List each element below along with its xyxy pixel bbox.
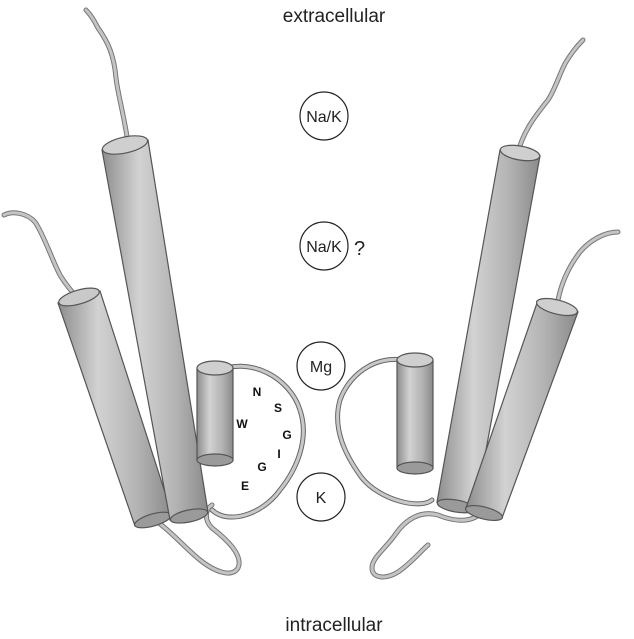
residue-g-2: G xyxy=(257,460,266,474)
right-subunit xyxy=(335,37,621,580)
left-subunit: N S W G I G E xyxy=(1,7,306,576)
residue-e: E xyxy=(241,479,249,493)
extracellular-label: extracellular xyxy=(283,6,386,27)
residue-w: W xyxy=(236,417,248,431)
residue-s: S xyxy=(274,401,282,415)
right-outer-helix xyxy=(464,297,579,522)
left-inner-helix xyxy=(101,135,209,524)
ion-label-na-k-2: Na/K xyxy=(306,239,342,256)
right-inner-helix xyxy=(436,144,541,514)
ion-site-k: K xyxy=(296,472,346,522)
ion-label-mg: Mg xyxy=(310,359,332,376)
ion-site-na-k-2: Na/K ? xyxy=(299,221,365,271)
right-pore-helix xyxy=(396,352,434,475)
ion-site-na-k-1: Na/K xyxy=(299,91,349,141)
uncertain-site-mark: ? xyxy=(354,238,365,260)
residue-g-1: G xyxy=(282,428,291,442)
ion-label-k: K xyxy=(316,490,327,507)
left-pore-helix xyxy=(196,360,234,467)
signature-sequence: N S W G I G E xyxy=(236,385,291,493)
ion-sites: Na/K Na/K ? Mg K xyxy=(296,91,365,522)
left-top-loop xyxy=(83,7,131,146)
intracellular-label: intracellular xyxy=(285,615,383,636)
ion-site-mg: Mg xyxy=(296,341,346,391)
ion-label-na-k-1: Na/K xyxy=(306,109,342,126)
residue-n: N xyxy=(253,385,262,399)
residue-i: I xyxy=(277,447,280,461)
